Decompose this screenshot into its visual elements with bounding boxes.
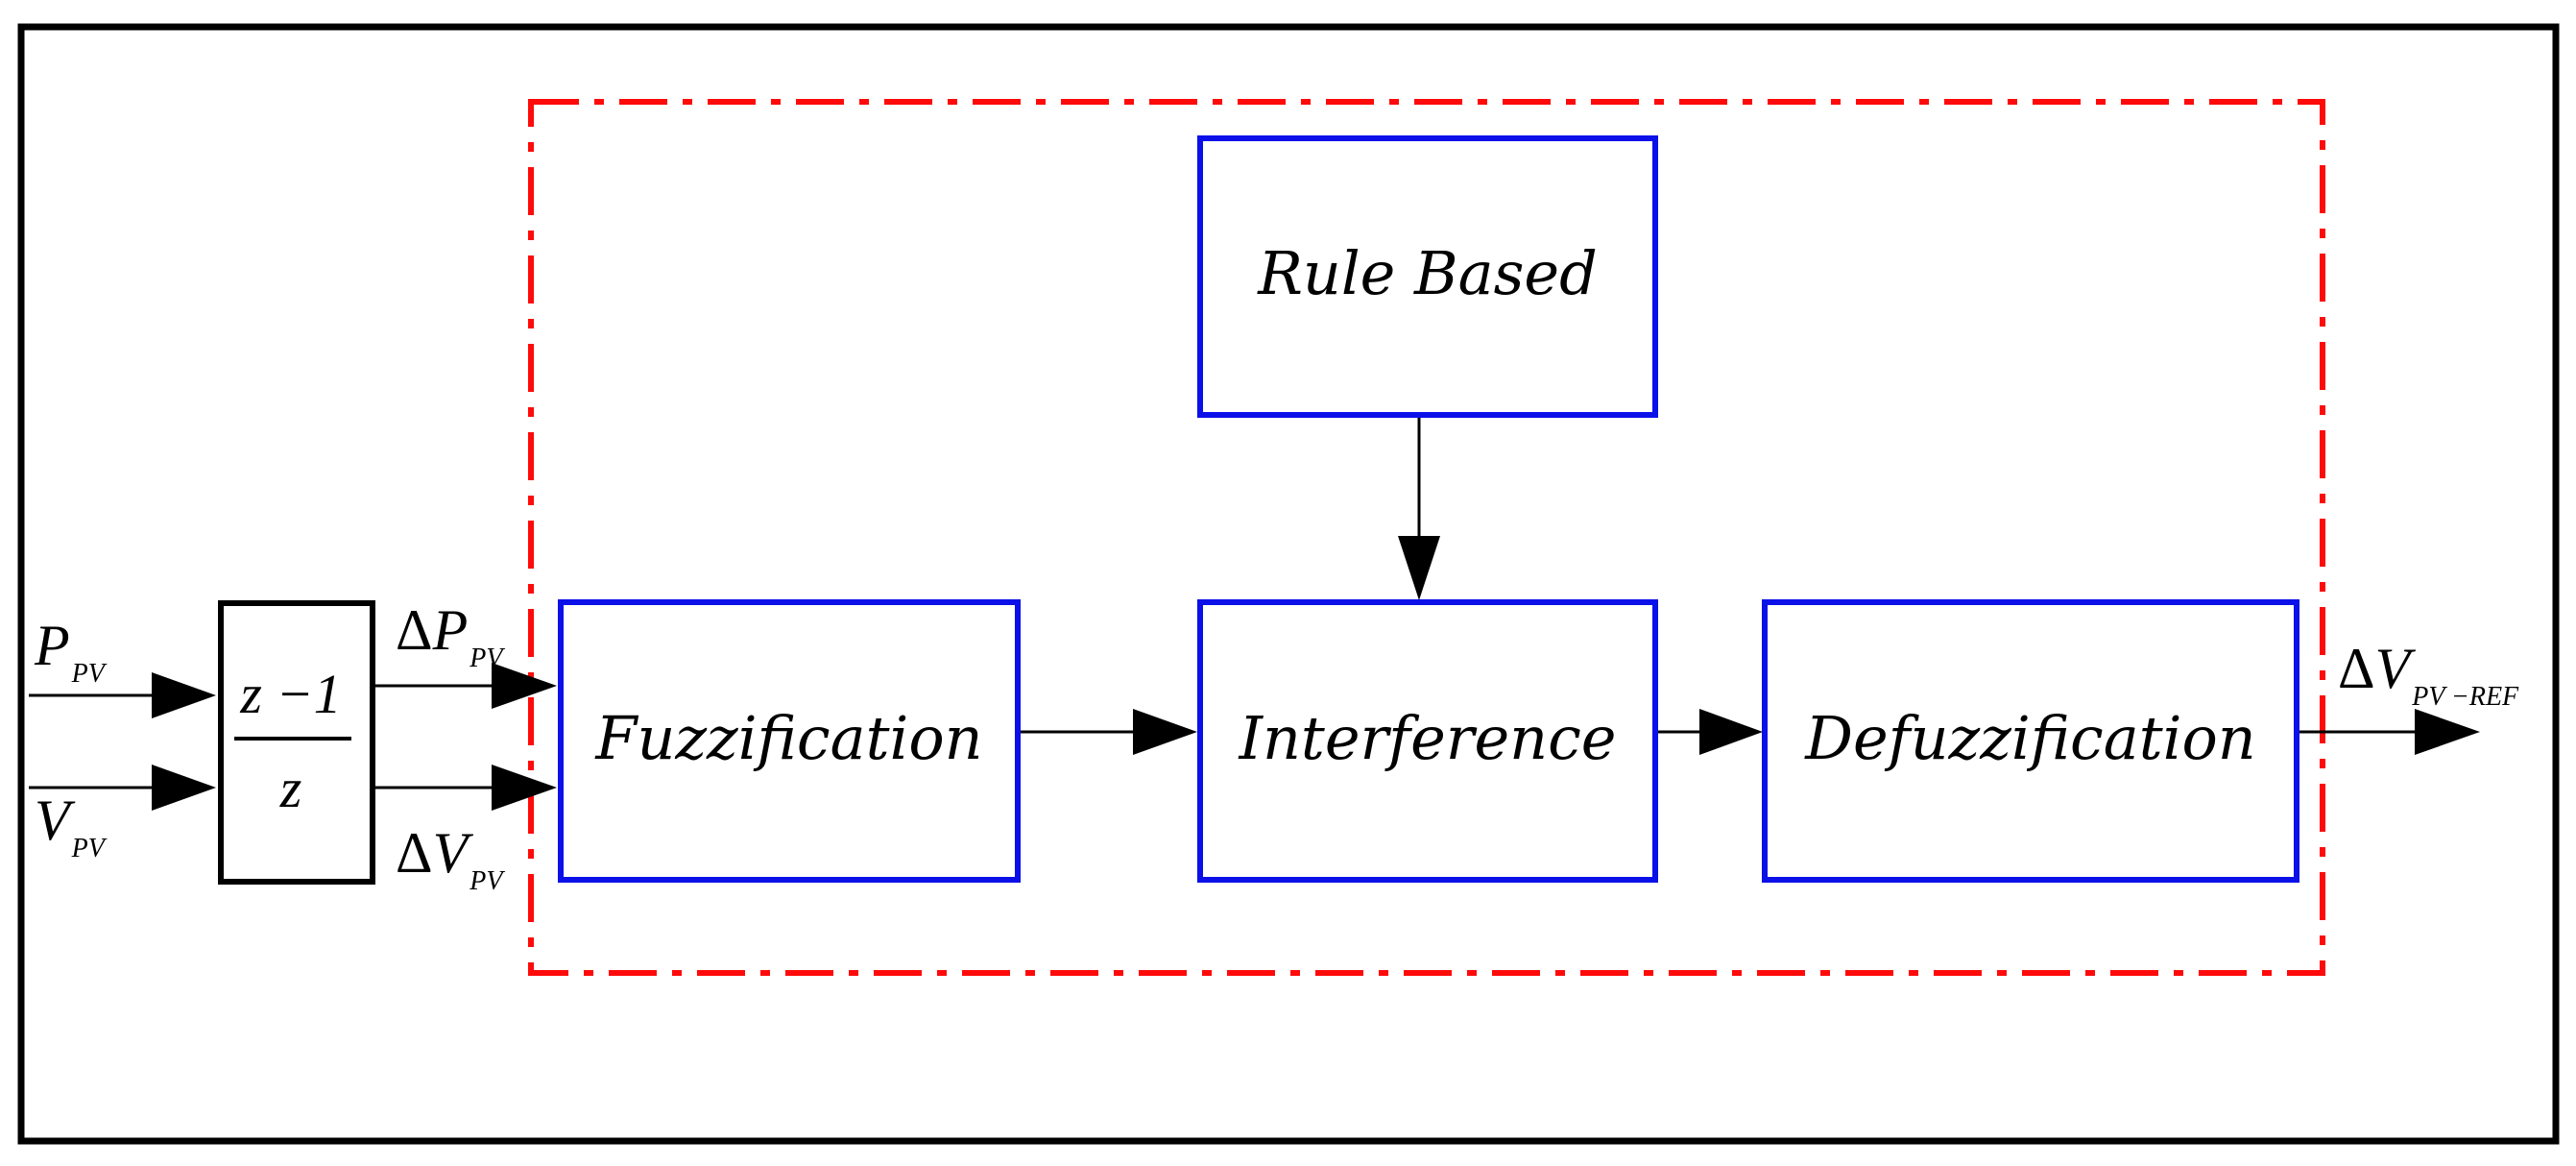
transfer-function-denominator: z [279, 757, 302, 819]
v-pv-label: VPV [35, 789, 108, 863]
rule-based-block: Rule Based [1197, 135, 1658, 418]
output-arrowhead [2415, 709, 2480, 755]
outer-frame [17, 23, 2560, 1145]
interference-block: Interference [1197, 599, 1658, 883]
transfer-function-numerator: z −1 [239, 663, 341, 725]
v-pv-arrowhead [152, 765, 216, 811]
delta-p-pv-label: ΔPPV [396, 598, 505, 673]
rule-based-to-interference-arrowhead [1398, 536, 1440, 600]
fuzzy-controller-boundary [528, 99, 2325, 976]
fuzzification-label: Fuzzification [594, 703, 982, 773]
delta-p-pv-arrowhead [492, 663, 557, 709]
fuzzification-to-interference-arrowhead [1133, 709, 1197, 755]
defuzzification-label: Defuzzification [1804, 703, 2255, 773]
interference-label: Interference [1239, 703, 1617, 773]
fuzzification-block: Fuzzification [558, 599, 1021, 883]
p-pv-arrowhead [152, 672, 216, 718]
p-pv-label: PPV [34, 614, 108, 689]
rule-based-label: Rule Based [1257, 238, 1598, 308]
delta-v-pv-ref-label: ΔVPV −REF [2338, 637, 2519, 712]
delta-v-pv-label: ΔVPV [396, 821, 505, 896]
delta-v-pv-arrowhead [492, 765, 557, 811]
defuzzification-block: Defuzzification [1762, 599, 2299, 883]
connectors [29, 418, 2480, 811]
interference-to-defuzzification-arrowhead [1699, 709, 1763, 755]
transfer-function-block: z −1 z [218, 600, 375, 885]
